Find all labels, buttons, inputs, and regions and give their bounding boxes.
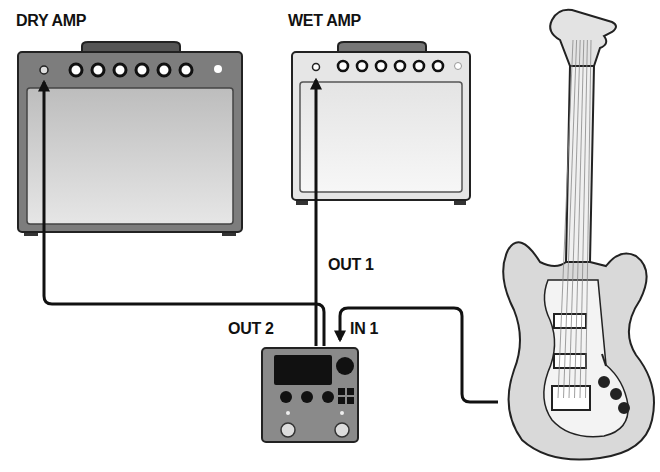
pedal-drawing (262, 348, 358, 442)
port-label: OUT 1 (326, 256, 376, 274)
out1-cable (315, 80, 318, 346)
amp-heading: WET AMP (288, 12, 361, 30)
guitar-string (575, 40, 584, 398)
in1-cable (340, 308, 498, 402)
guitar-strings (558, 40, 591, 398)
out2-cable (44, 82, 324, 346)
amp-heading: DRY AMP (16, 12, 86, 30)
guitar-string (586, 40, 592, 398)
port-label: OUT 2 (226, 320, 276, 338)
port-label: IN 1 (348, 320, 380, 338)
dry-amp-drawing (18, 42, 242, 236)
amp-node: WET AMP (288, 12, 472, 206)
guitar-string (569, 40, 580, 398)
guitar-drawing (503, 10, 654, 460)
wet-amp-drawing (292, 42, 470, 205)
amp-node: DRY AMP (16, 12, 244, 238)
